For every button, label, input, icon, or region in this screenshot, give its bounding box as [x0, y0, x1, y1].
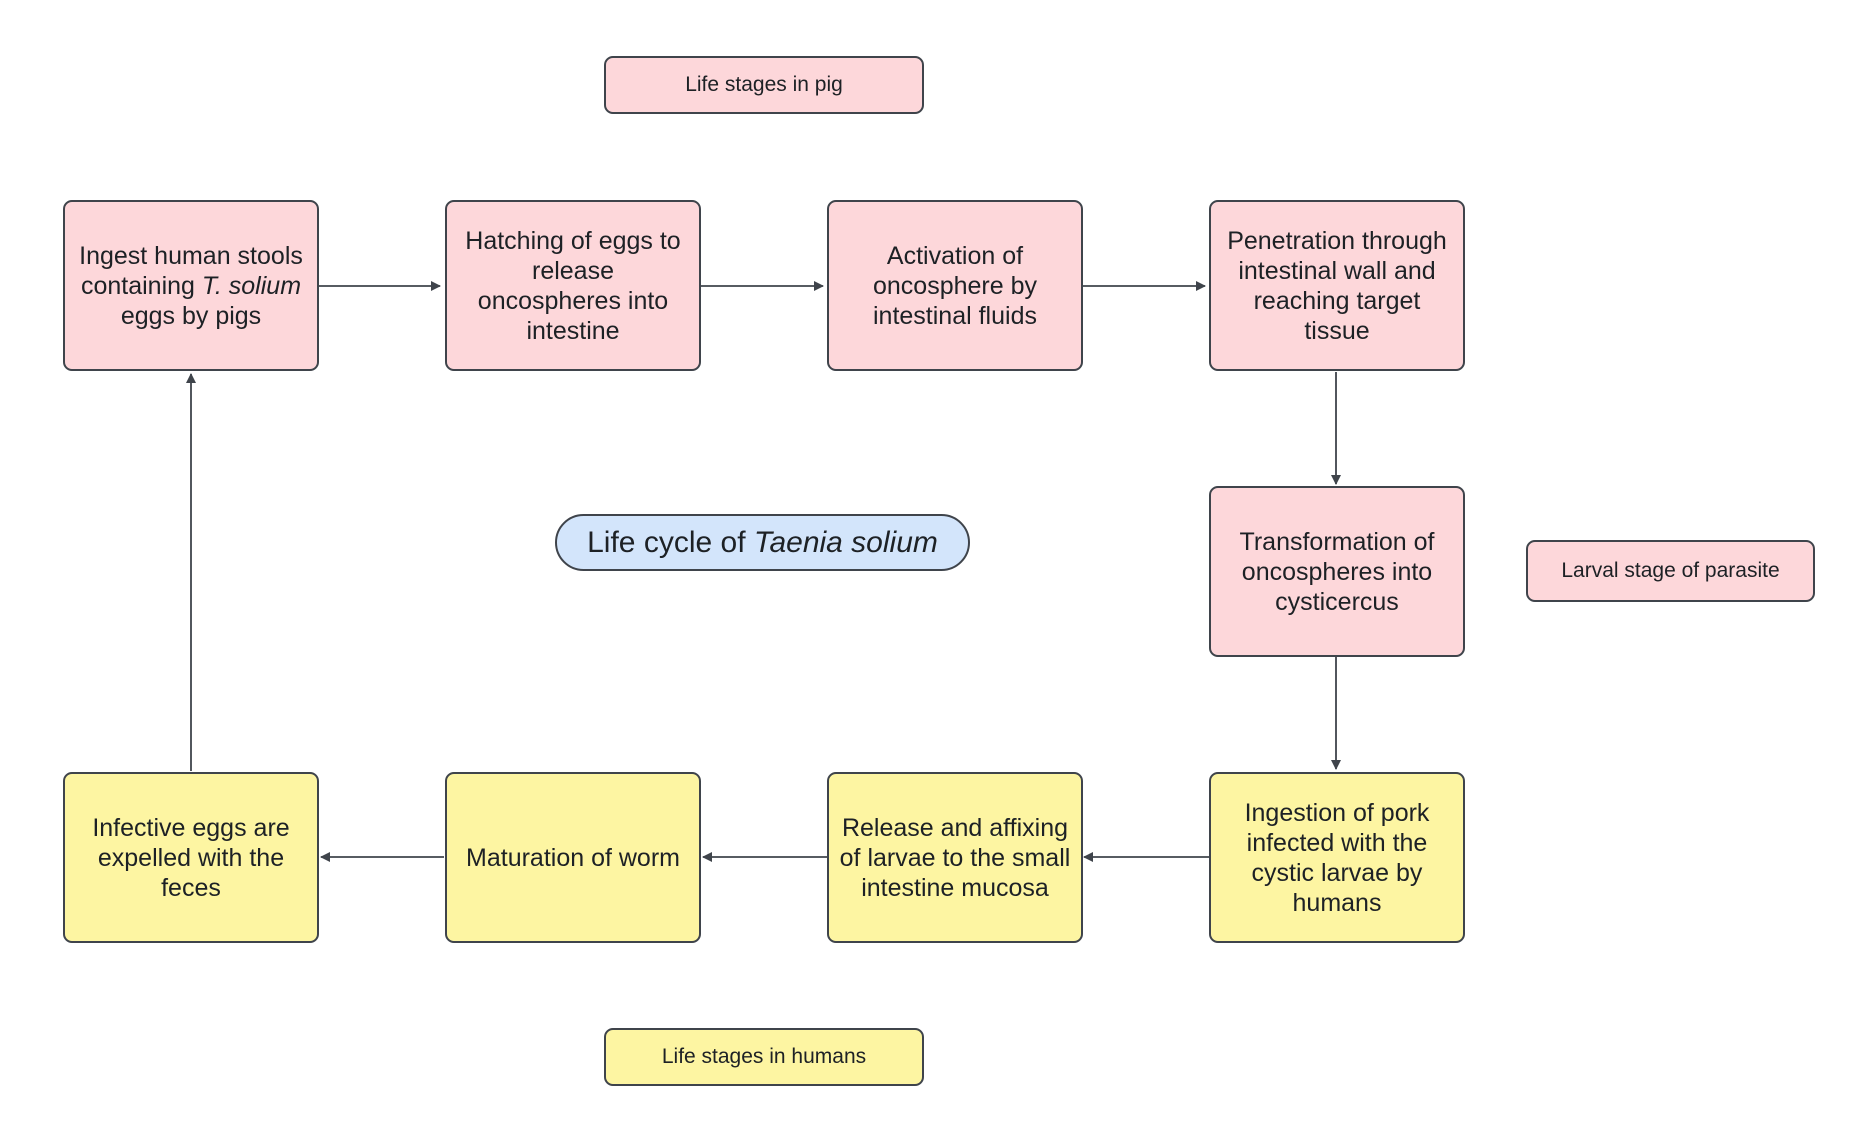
- title-species: Taenia solium: [753, 525, 938, 559]
- stage-release-larvae: Release and affixing of larvae to the sm…: [827, 772, 1083, 943]
- legend-humans: Life stages in humans: [604, 1028, 924, 1086]
- stage-ingest-stools-text: Ingest human stools containing T. solium…: [75, 241, 307, 331]
- stage-transformation: Transformation of oncospheres into cysti…: [1209, 486, 1465, 657]
- stage-eggs-expelled-text: Infective eggs are expelled with the fec…: [92, 813, 290, 902]
- stage-ingestion-pork-text: Ingestion of pork infected with the cyst…: [1244, 798, 1430, 917]
- stage-hatching-text: Hatching of eggs to release oncospheres …: [465, 226, 681, 345]
- stage-eggs-expelled: Infective eggs are expelled with the fec…: [63, 772, 319, 943]
- legend-pig-label: Life stages in pig: [685, 73, 843, 96]
- stage-ingest-italic: T. solium: [201, 271, 302, 300]
- diagram-title: Life cycle of Taenia solium: [555, 514, 970, 571]
- stage-maturation: Maturation of worm: [445, 772, 701, 943]
- stage-activation: Activation of oncosphere by intestinal f…: [827, 200, 1083, 371]
- legend-larval: Larval stage of parasite: [1526, 540, 1815, 602]
- diagram-title-text: Life cycle of Taenia solium: [587, 526, 938, 560]
- stage-ingest-stools: Ingest human stools containing T. solium…: [63, 200, 319, 371]
- stage-penetration-text: Penetration through intestinal wall and …: [1227, 226, 1447, 345]
- stage-release-larvae-text: Release and affixing of larvae to the sm…: [839, 813, 1071, 902]
- stage-transformation-text: Transformation of oncospheres into cysti…: [1239, 527, 1435, 616]
- stage-ingest-part2: eggs by pigs: [120, 301, 262, 330]
- stage-maturation-text: Maturation of worm: [466, 843, 680, 872]
- stage-activation-text: Activation of oncosphere by intestinal f…: [872, 241, 1037, 330]
- legend-humans-label: Life stages in humans: [661, 1045, 867, 1068]
- legend-larval-label: Larval stage of parasite: [1561, 559, 1780, 582]
- stage-ingest-part1: Ingest human stools containing: [79, 241, 303, 300]
- stage-penetration: Penetration through intestinal wall and …: [1209, 200, 1465, 371]
- title-prefix: Life cycle of: [587, 525, 754, 559]
- stage-ingestion-pork: Ingestion of pork infected with the cyst…: [1209, 772, 1465, 943]
- legend-pig: Life stages in pig: [604, 56, 924, 114]
- stage-hatching: Hatching of eggs to release oncospheres …: [445, 200, 701, 371]
